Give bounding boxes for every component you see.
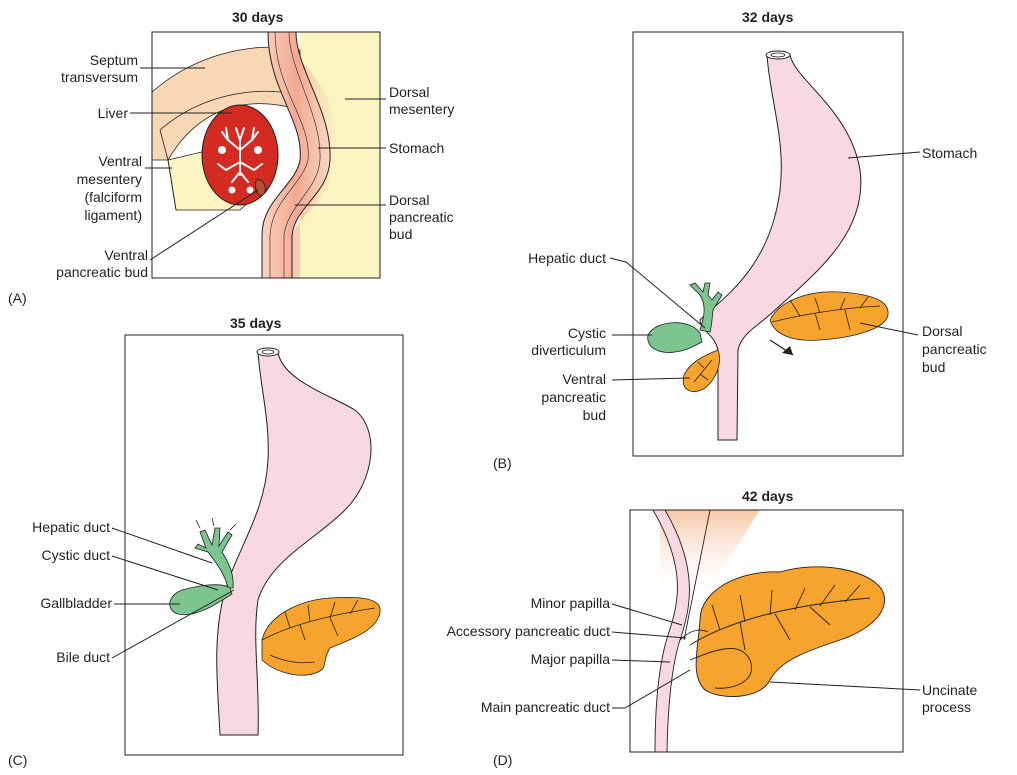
label-stomach-a: Stomach <box>389 140 444 157</box>
label-major-papilla: Major papilla <box>400 651 610 668</box>
panel-a-letter: (A) <box>8 290 27 307</box>
label-hepatic-duct-c: Hepatic duct <box>0 519 110 536</box>
label-accessory-pancreatic-duct: Accessory pancreatic duct <box>400 623 610 640</box>
panel-b-title: 32 days <box>742 9 793 25</box>
panel-d-title: 42 days <box>742 488 793 504</box>
label-minor-papilla: Minor papilla <box>400 595 610 612</box>
panel-b-letter: (B) <box>493 455 512 472</box>
panel-d <box>612 510 920 752</box>
label-bile-duct: Bile duct <box>0 649 110 666</box>
panel-d-letter: (D) <box>493 752 512 769</box>
label-hepatic-duct-b: Hepatic duct <box>490 250 606 267</box>
panel-a-title: 30 days <box>232 9 283 25</box>
panel-b <box>610 32 920 456</box>
panel-c-title: 35 days <box>230 315 281 331</box>
label-main-pancreatic-duct: Main pancreatic duct <box>400 699 610 716</box>
panel-c-letter: (C) <box>8 752 27 769</box>
panel-a <box>130 32 386 278</box>
label-liver: Liver <box>60 105 128 122</box>
label-gallbladder: Gallbladder <box>0 595 112 612</box>
label-stomach-b: Stomach <box>922 145 977 162</box>
label-cystic-duct: Cystic duct <box>0 547 110 564</box>
panel-c <box>112 335 403 755</box>
